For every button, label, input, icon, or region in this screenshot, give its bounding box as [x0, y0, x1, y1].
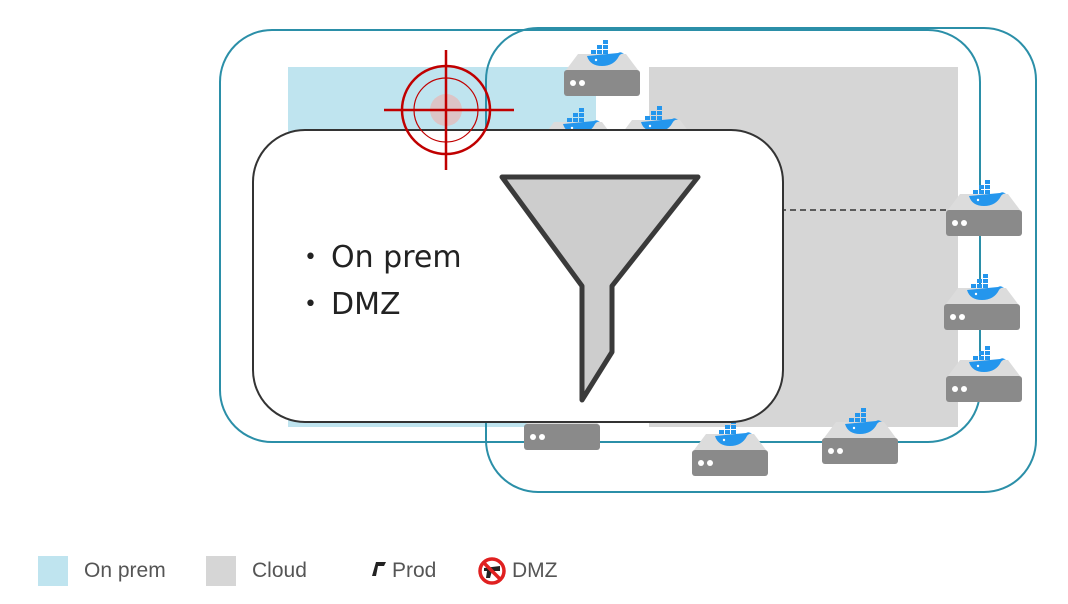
legend-item-dmz: DMZ — [512, 556, 558, 586]
funnel-icon — [499, 174, 701, 403]
docker-server-icon — [692, 420, 768, 476]
outer-boundary — [219, 29, 981, 443]
legend-label-cloud: Cloud — [252, 559, 307, 582]
legend-item-prod: Prod — [392, 556, 436, 586]
gun-icon — [372, 562, 386, 576]
legend-label-prod: Prod — [392, 559, 437, 582]
docker-server-icon — [564, 40, 640, 96]
legend-label-dmz: DMZ — [512, 559, 558, 582]
legend-item-cloud: Cloud — [206, 556, 307, 586]
cloud-swatch — [206, 556, 236, 586]
legend-item-on-prem: On prem — [38, 556, 166, 586]
legend-label-on-prem: On prem — [84, 559, 166, 582]
target-crosshair-icon — [384, 50, 514, 170]
filter-list: On prem DMZ — [304, 236, 462, 330]
on-prem-swatch — [38, 556, 68, 586]
filter-item-on-prem: On prem — [304, 236, 462, 283]
no-gun-icon — [478, 557, 506, 585]
filter-item-dmz: DMZ — [304, 283, 462, 330]
